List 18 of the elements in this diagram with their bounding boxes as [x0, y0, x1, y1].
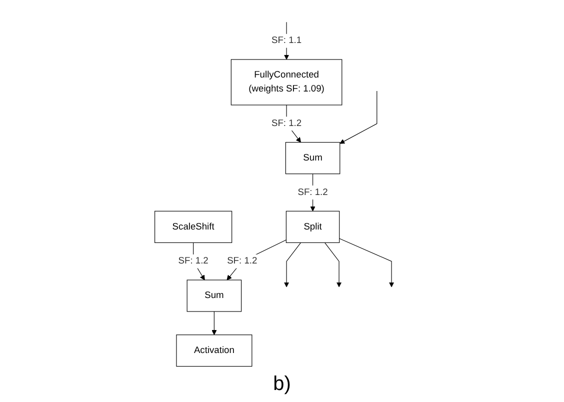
- arrow: [339, 238, 394, 288]
- edge-label: SF: 1.2: [272, 118, 302, 128]
- arrow: [340, 90, 378, 144]
- node-box: ScaleShift: [154, 210, 232, 243]
- node-box: Activation: [176, 334, 252, 367]
- edge-label: SF: 1.2: [178, 256, 208, 266]
- panel-label: b): [273, 373, 291, 396]
- node-box: Split: [286, 210, 340, 243]
- arrow: [284, 242, 302, 288]
- node-box: Sum: [285, 142, 340, 174]
- edge-label: SF: 1.2: [227, 256, 258, 266]
- arrow: [324, 242, 342, 288]
- arrow: [226, 240, 287, 280]
- node-box: FullyConnected (weights SF: 1.09): [230, 59, 342, 106]
- edge-label: SF: 1.1: [272, 36, 302, 46]
- arrow: [212, 311, 217, 336]
- node-box: Sum: [186, 280, 242, 312]
- edge-label: SF: 1.2: [298, 187, 328, 198]
